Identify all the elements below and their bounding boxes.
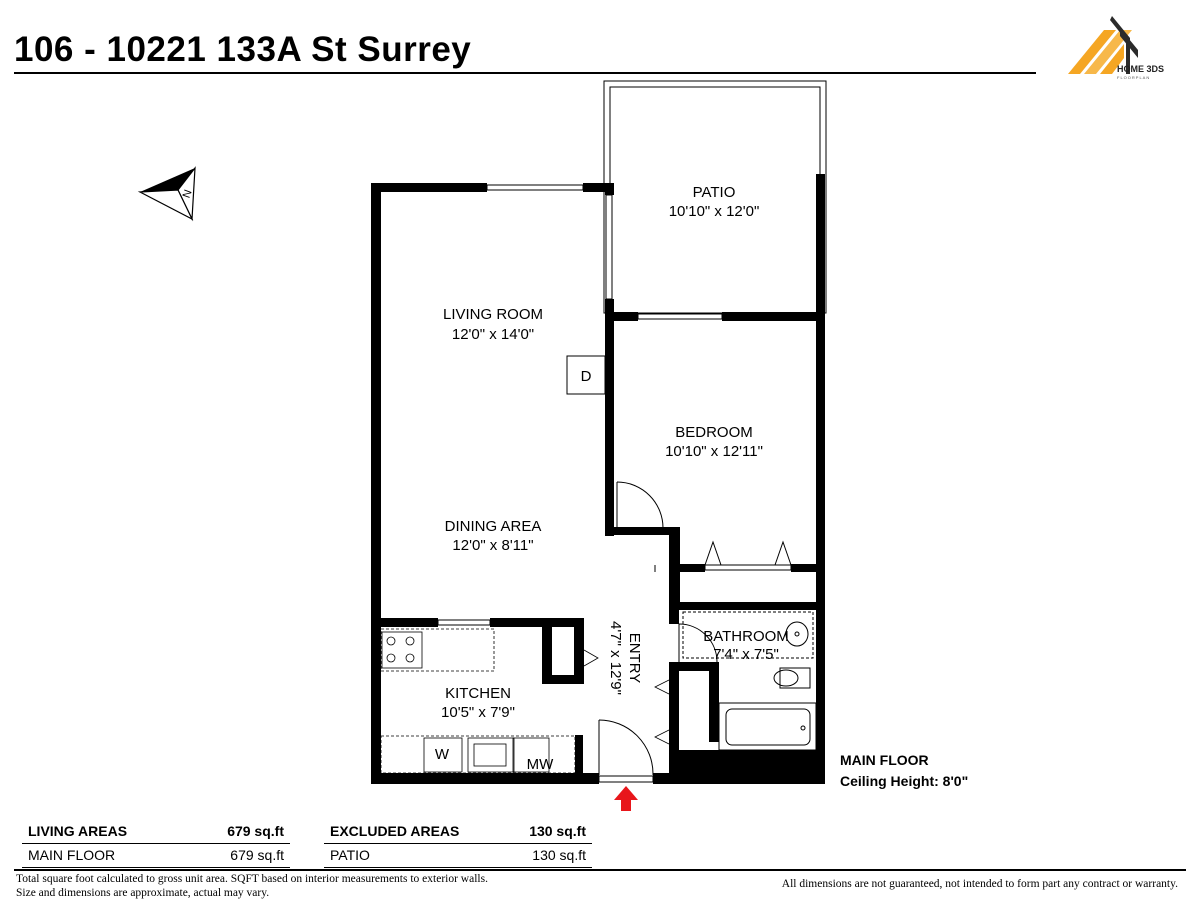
living-areas-table: LIVING AREAS 679 sq.ft MAIN FLOOR 679 sq… <box>22 820 290 868</box>
home3ds-logo-icon <box>1068 16 1138 74</box>
excluded-area-value: 130 sq.ft <box>532 847 586 863</box>
title-divider <box>14 72 1036 74</box>
kitchen-fixtures <box>380 628 670 774</box>
entry-dims: 4'7" x 12'9" <box>607 621 624 695</box>
excluded-areas-header: EXCLUDED AREAS 130 sq.ft <box>324 820 592 844</box>
floor-name: MAIN FLOOR <box>840 752 929 768</box>
excluded-areas-row: PATIO 130 sq.ft <box>324 844 592 868</box>
living-areas-total: 679 sq.ft <box>227 823 284 839</box>
ceiling-height: Ceiling Height: 8'0" <box>840 773 969 789</box>
living-area-value: 679 sq.ft <box>230 847 284 863</box>
living-areas-title: LIVING AREAS <box>28 823 128 839</box>
dining-area-dims: 12'0" x 8'11" <box>452 537 533 554</box>
bedroom-name: BEDROOM <box>675 424 753 441</box>
walls <box>371 174 825 784</box>
floor-info: MAIN FLOOR Ceiling Height: 8'0" <box>840 750 968 792</box>
compass-label: N <box>181 188 195 200</box>
footer-note-line2: Size and dimensions are approximate, act… <box>16 887 270 899</box>
logo-text: HOME 3DS <box>1117 64 1165 74</box>
excluded-areas-table: EXCLUDED AREAS 130 sq.ft PATIO 130 sq.ft <box>324 820 592 868</box>
footer-note-line1: Total square foot calculated to gross un… <box>16 873 488 885</box>
logo-subtext: FLOORPLAN <box>1117 75 1151 80</box>
footer-disclaimer: All dimensions are not guaranteed, not i… <box>781 878 1178 890</box>
compass-icon: N <box>137 166 196 222</box>
entry-arrow-icon <box>614 786 638 811</box>
patio-name: PATIO <box>693 184 736 201</box>
dining-area-name: DINING AREA <box>445 518 542 535</box>
footer-note: Total square foot calculated to gross un… <box>16 872 488 900</box>
living-area-label: MAIN FLOOR <box>28 847 116 863</box>
microwave-label: MW <box>527 756 554 773</box>
patio-dims: 10'10" x 12'0" <box>669 203 760 220</box>
windows <box>437 184 723 626</box>
bathroom-dims: 7'4" x 7'5" <box>713 646 779 663</box>
page-title: 106 - 10221 133A St Surrey <box>14 30 472 69</box>
dryer-box <box>566 355 606 395</box>
living-room-name: LIVING ROOM <box>443 306 543 323</box>
doors <box>598 481 792 783</box>
living-areas-header: LIVING AREAS 679 sq.ft <box>22 820 290 844</box>
kitchen-name: KITCHEN <box>445 685 511 702</box>
excluded-areas-title: EXCLUDED AREAS <box>330 823 460 839</box>
kitchen-dims: 10'5" x 7'9" <box>441 704 515 721</box>
living-room-dims: 12'0" x 14'0" <box>452 326 534 343</box>
footer-divider <box>14 869 1186 871</box>
washer-label: W <box>435 746 450 763</box>
entry-name: ENTRY <box>626 633 643 684</box>
excluded-area-label: PATIO <box>330 847 370 863</box>
living-areas-row: MAIN FLOOR 679 sq.ft <box>22 844 290 868</box>
excluded-areas-total: 130 sq.ft <box>529 823 586 839</box>
bathroom-name: BATHROOM <box>703 628 789 645</box>
bathroom-fixtures <box>682 611 817 751</box>
bedroom-dims: 10'10" x 12'11" <box>665 443 763 460</box>
dryer-label: D <box>581 368 592 385</box>
